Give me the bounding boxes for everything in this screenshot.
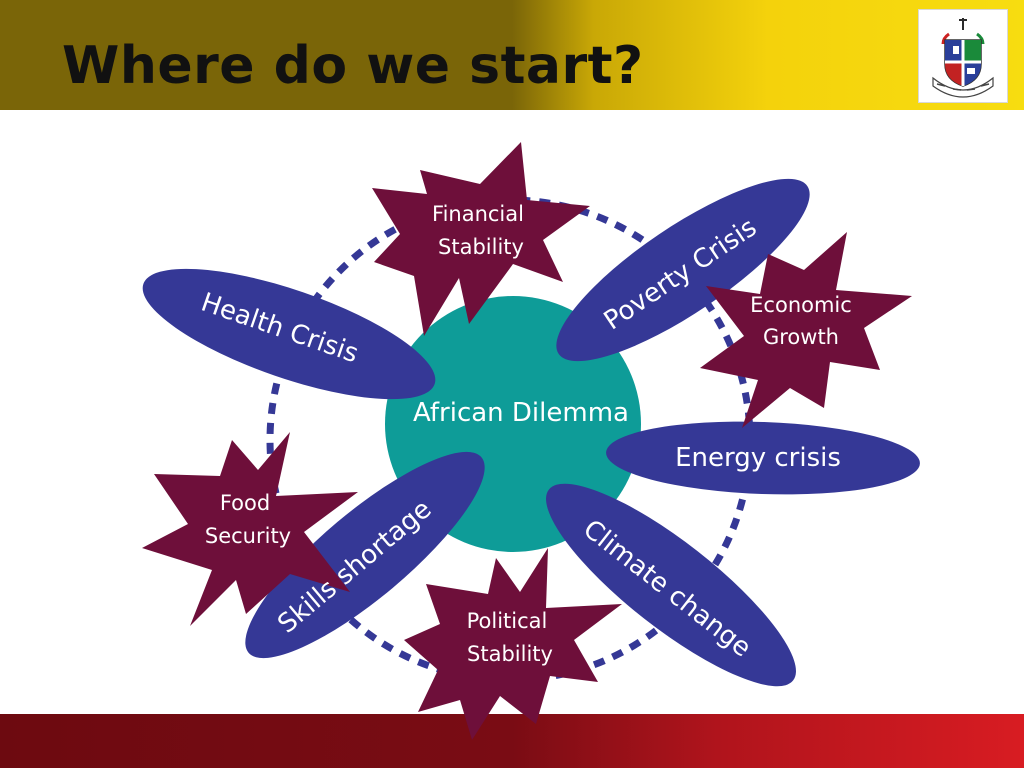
star-economic [700, 232, 912, 428]
crisis-ellipse-health [142, 268, 436, 400]
star-political [404, 548, 622, 740]
crisis-ellipse-poverty [556, 178, 810, 362]
star-food [142, 432, 358, 626]
header-bar: Where do we start? [0, 0, 1024, 110]
slide-title: Where do we start? [62, 36, 644, 96]
star-economic-line2: Growth [763, 325, 839, 349]
star-political-line1: Political [467, 609, 548, 633]
crisis-ellipse-skills [245, 451, 485, 659]
crisis-ellipse-climate [546, 483, 796, 687]
star-financial-line2: Stability [438, 235, 524, 259]
star-financial [372, 142, 590, 336]
footer-bar [0, 714, 1024, 768]
star-political-line2: Stability [467, 642, 553, 666]
star-financial-line1: Financial [432, 202, 524, 226]
star-food-line1: Food [220, 491, 270, 515]
crest-logo [918, 9, 1008, 103]
crisis-ellipse-energy [606, 421, 920, 495]
star-food-line2: Security [205, 524, 291, 548]
center-label: African Dilemma [413, 398, 629, 428]
crisis-label-energy: Energy crisis [675, 443, 841, 473]
crest-icon [932, 18, 994, 98]
star-economic-line1: Economic [750, 293, 852, 317]
